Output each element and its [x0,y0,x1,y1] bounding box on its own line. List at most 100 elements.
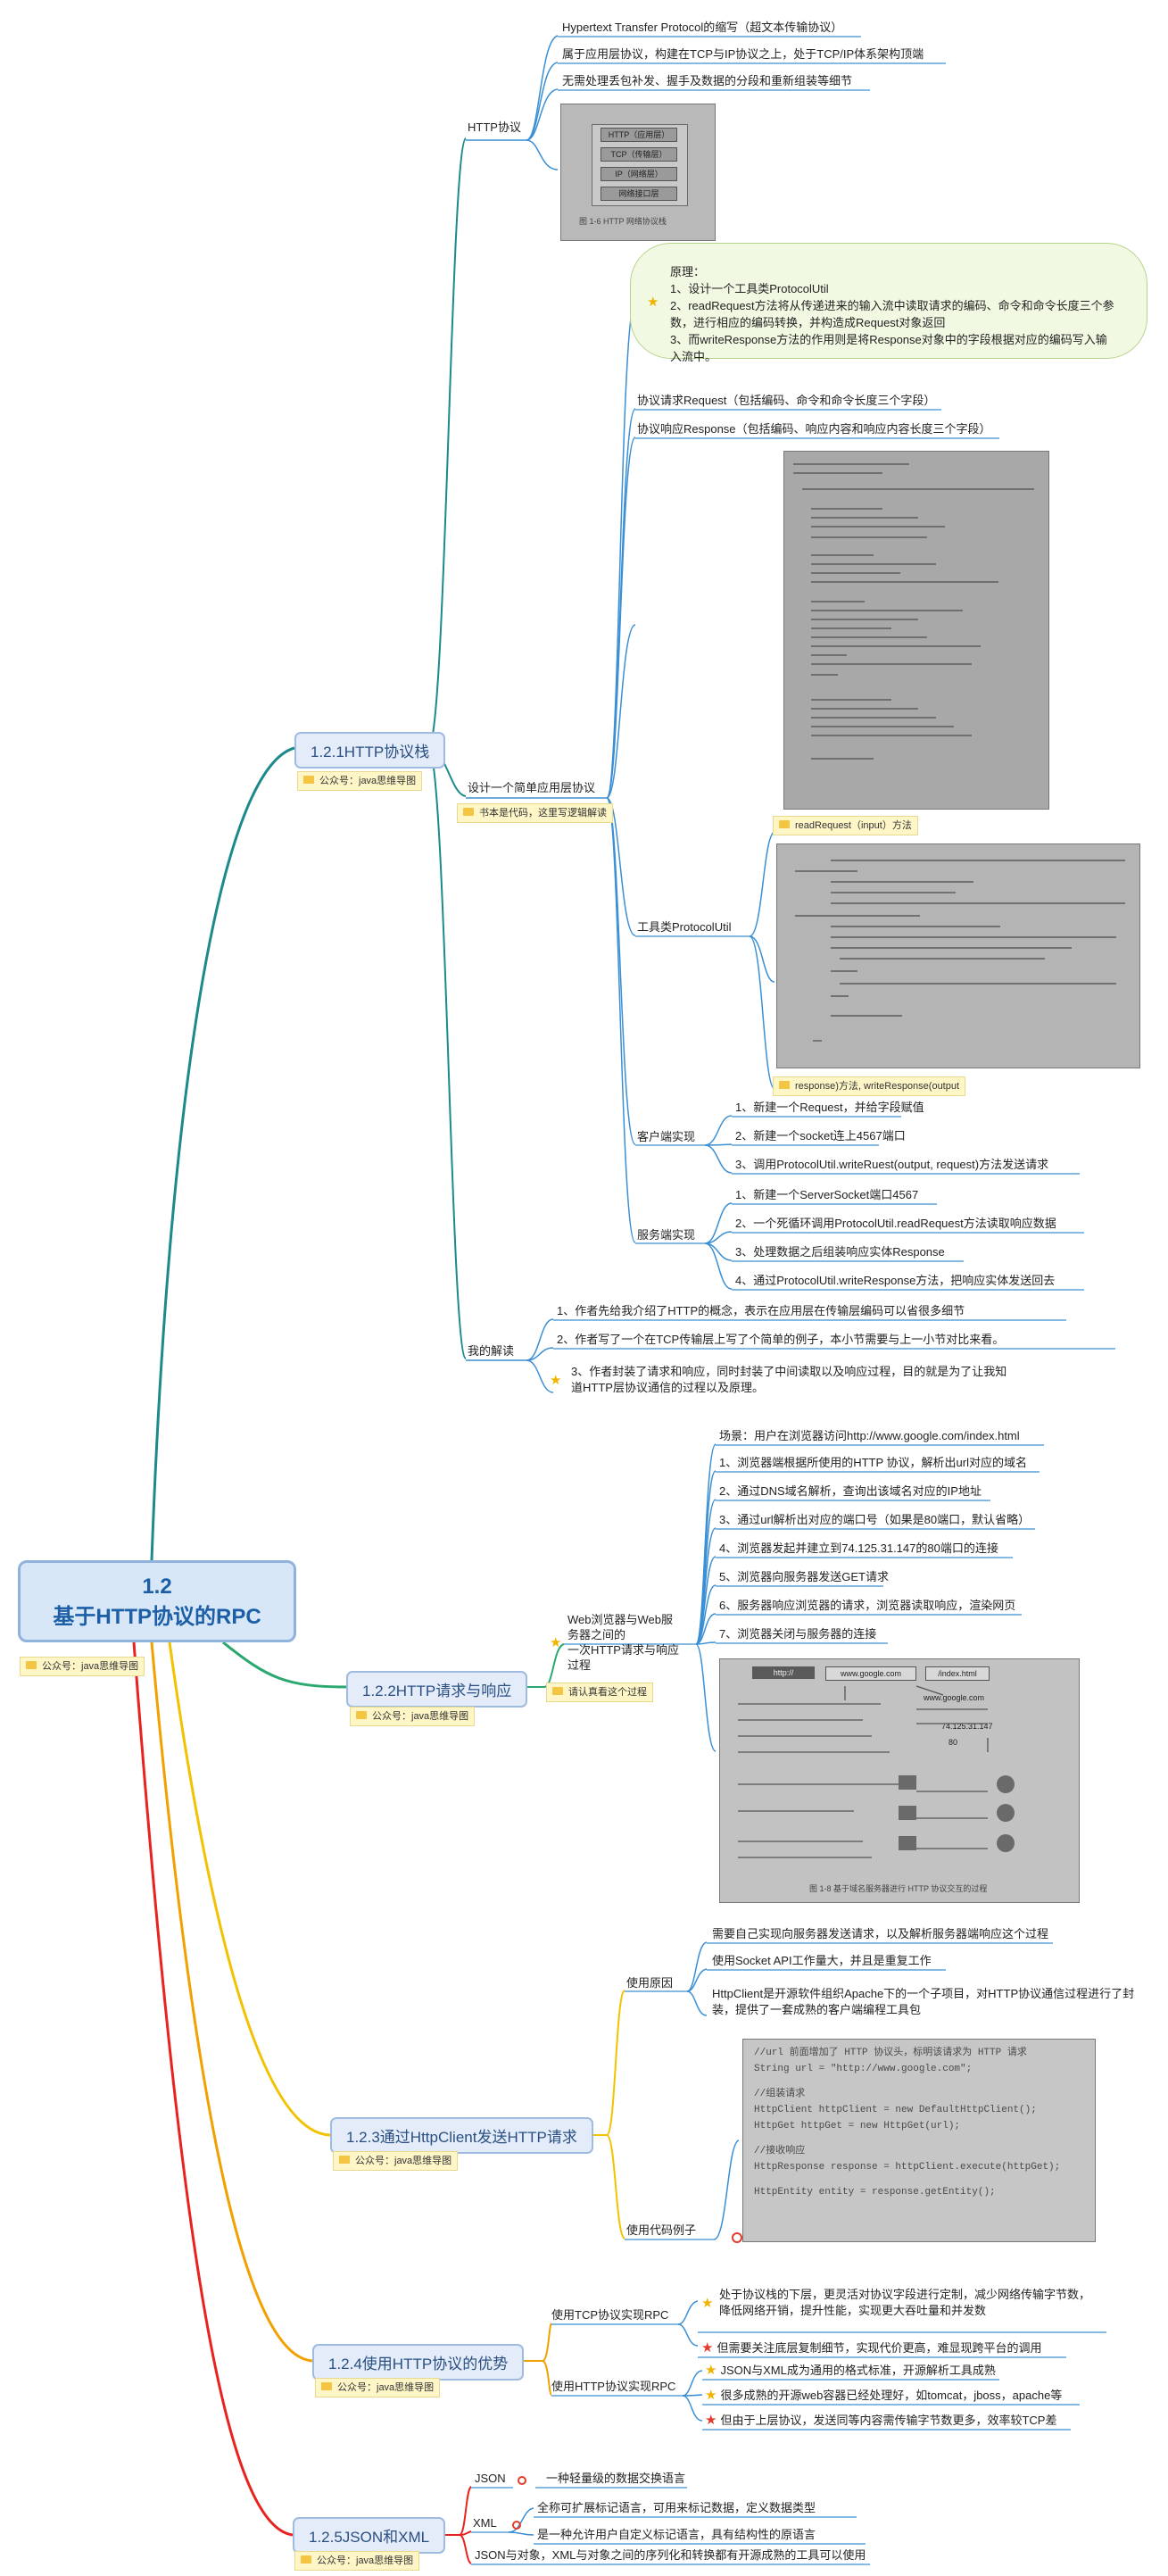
request-step-7[interactable]: 7、浏览器关闭与服务器的连接 [719,1626,876,1642]
principle-line-1: 1、设计一个工具类ProtocolUtil [670,280,1120,297]
root-topic-title: 基于HTTP协议的RPC [21,1602,294,1633]
request-step-1[interactable]: 1、浏览器端根据所使用的HTTP 协议，解析出url对应的域名 [719,1455,1027,1471]
topic-http-advantage[interactable]: 1.2.4使用HTTP协议的优势 [312,2344,524,2381]
star-icon: ★ [701,2296,713,2312]
code-line-1: //url 前面增加了 HTTP 协议头，标明该请求为 HTTP 请求 [754,2045,1084,2061]
subtopic-json[interactable]: JSON [475,2471,506,2487]
code-line-10 [754,2175,1084,2184]
json-desc[interactable]: 一种轻量级的数据交换语言 [546,2471,685,2487]
reason-item-1[interactable]: 需要自己实现向服务器发送请求，以及解析服务器端响应这个过程 [712,1926,1048,1942]
principle-line-5: 入流中。 [670,348,1120,365]
principle-line-2: 2、readRequest方法将从传递进来的输入流中读取请求的编码、命令和命令长… [670,297,1120,314]
httpclient-code-figure: //url 前面增加了 HTTP 协议头，标明该请求为 HTTP 请求 Stri… [742,2039,1096,2242]
interaction-figure-lines [720,1659,1079,1902]
subtopic-protocol-util[interactable]: 工具类ProtocolUtil [637,919,731,935]
protocol-request[interactable]: 协议请求Request（包括编码、命令和命令长度三个字段） [637,393,935,409]
read-request-note: readRequest（input）方法 [773,816,918,835]
star-icon: ★ [647,294,659,311]
scene-text[interactable]: 场景：用户在浏览器访问http://www.google.com/index.h… [719,1428,1020,1444]
code-figure-lines [784,452,1048,809]
protocol-response[interactable]: 协议响应Response（包括编码、响应内容和响应内容长度三个字段） [637,421,991,437]
reading-item-3-line-1: 3、作者封装了请求和响应，同时封装了中间读取以及响应过程，目的就是为了让我知 [550,1364,1006,1380]
design-note: 书本是代码，这里写逻辑解读 [457,803,613,823]
subtopic-my-reading[interactable]: 我的解读 [468,1343,514,1359]
client-step-3[interactable]: 3、调用ProtocolUtil.writeRuest(output, requ… [735,1157,1048,1173]
subtopic-design-protocol[interactable]: 设计一个简单应用层协议 [468,780,595,796]
star-icon: ★ [701,2340,713,2356]
star-icon: ★ [550,1373,561,1389]
http-item-2[interactable]: 属于应用层协议，构建在TCP与IP协议之上，处于TCP/IP体系架构顶端 [562,46,924,62]
subtopic-server[interactable]: 服务端实现 [637,1227,695,1243]
server-step-4[interactable]: 4、通过ProtocolUtil.writeResponse方法，把响应实体发送… [735,1273,1055,1289]
web-process-note: 请认真看这个过程 [546,1683,653,1702]
request-step-3[interactable]: 3、通过url解析出对应的端口号（如果是80端口，默认省略） [719,1512,1030,1528]
star-icon: ★ [705,2388,717,2404]
reason-item-3[interactable]: HttpClient是开源软件组织Apache下的一个子项目，对HTTP协议通信… [712,1986,1134,2018]
topic-httpclient[interactable]: 1.2.3通过HttpClient发送HTTP请求 [330,2117,593,2154]
code-line-7 [754,2134,1084,2143]
request-step-4[interactable]: 4、浏览器发起并建立到74.125.31.147的80端口的连接 [719,1541,998,1557]
http-adv-item-1-text: JSON与XML成为通用的格式标准，开源解析工具成熟 [720,2364,995,2377]
xml-link-icon[interactable] [512,2521,521,2530]
request-step-6[interactable]: 6、服务器响应浏览器的请求，浏览器读取响应，渲染网页 [719,1598,1015,1614]
code-line-5: HttpClient httpClient = new DefaultHttpC… [754,2102,1084,2118]
subtopic-http-rpc[interactable]: 使用HTTP协议实现RPC [551,2379,675,2395]
http-adv-item-2-text: 很多成熟的开源web容器已经处理好，如tomcat，jboss，apache等 [720,2389,1062,2402]
topic-http-request-response[interactable]: 1.2.2HTTP请求与响应 [346,1671,527,1708]
web-process-line-2: 务器之间的 [550,1627,679,1642]
principle-line-3: 数，进行相应的编码转换，并构造成Request对象返回 [670,314,1120,331]
request-response-code-figure [783,451,1049,810]
reason-item-2[interactable]: 使用Socket API工作量大，并且是重复工作 [712,1953,932,1969]
web-process-topic[interactable]: ★ Web浏览器与Web服 务器之间的 一次HTTP请求与响应 过程 [550,1612,679,1673]
protocol-util-code-figure [776,843,1140,1068]
code-line-9: HttpResponse response = httpClient.execu… [754,2159,1084,2175]
util-figure-lines [777,844,1139,1068]
client-step-1[interactable]: 1、新建一个Request，并给字段赋值 [735,1100,924,1116]
client-step-2[interactable]: 2、新建一个socket连上4567端口 [735,1128,906,1144]
http-item-1[interactable]: Hypertext Transfer Protocol的缩写（超文本传输协议） [562,20,842,36]
principle-head: 原理： [670,263,1120,280]
topic-http-stack-note: 公众号：java思维导图 [297,771,422,791]
http-adv-item-1[interactable]: ★JSON与XML成为通用的格式标准，开源解析工具成熟 [705,2363,996,2379]
tcp-item-2[interactable]: ★ 但需要关注底层复制细节，实现代价更高，难显现跨平台的调用 [701,2340,1041,2356]
topic-http-stack[interactable]: 1.2.1HTTP协议栈 [294,732,445,769]
http-adv-item-3[interactable]: ★但由于上层协议，发送同等内容需传输字节数更多，效率较TCP差 [705,2413,1056,2429]
request-step-5[interactable]: 5、浏览器向服务器发送GET请求 [719,1569,889,1585]
http-item-3[interactable]: 无需处理丢包补发、握手及数据的分段和重新组装等细节 [562,73,852,89]
server-step-2[interactable]: 2、一个死循环调用ProtocolUtil.readRequest方法读取响应数… [735,1216,1056,1232]
reading-item-3[interactable]: ★ 3、作者封装了请求和响应，同时封装了中间读取以及响应过程，目的就是为了让我知… [550,1364,1006,1396]
principle-cloud[interactable]: ★ 原理： 1、设计一个工具类ProtocolUtil 2、readReques… [630,243,1147,359]
principle-line-4: 3、而writeResponse方法的作用则是将Response对象中的字段根据… [670,331,1120,348]
subtopic-code-example[interactable]: 使用代码例子 [626,2223,696,2239]
code-line-11: HttpEntity entity = response.getEntity()… [754,2184,1084,2200]
root-topic[interactable]: 1.2 基于HTTP协议的RPC [18,1560,296,1642]
subtopic-http-protocol[interactable]: HTTP协议 [468,120,521,136]
xml-item-1[interactable]: 全称可扩展标记语言，可用来标记数据，定义数据类型 [537,2500,816,2516]
http-adv-item-2[interactable]: ★很多成熟的开源web容器已经处理好，如tomcat，jboss，apache等 [705,2388,1062,2404]
xml-item-2[interactable]: 是一种允许用户自定义标记语言，具有结构性的原语言 [537,2527,816,2543]
tcp-item-1-line-1: 处于协议栈的下层，更灵活对协议字段进行定制，减少网络传输字节数， [701,2287,1090,2303]
reading-item-2[interactable]: 2、作者写了一个在TCP传输层上写了个简单的例子，本小节需要与上一小节对比来看。 [557,1332,1004,1348]
subtopic-tcp-rpc[interactable]: 使用TCP协议实现RPC [551,2307,668,2323]
server-step-3[interactable]: 3、处理数据之后组装响应实体Response [735,1244,945,1260]
reading-item-1[interactable]: 1、作者先给我介绍了HTTP的概念，表示在应用层在传输层编码可以省很多细节 [557,1303,965,1319]
web-process-line-1: Web浏览器与Web服 [550,1612,679,1627]
server-step-1[interactable]: 1、新建一个ServerSocket端口4567 [735,1187,918,1203]
topic-httpclient-note: 公众号：java思维导图 [333,2151,458,2171]
json-xml-both[interactable]: JSON与对象，XML与对象之间的序列化和转换都有开源成熟的工具可以使用 [475,2547,866,2564]
subtopic-xml[interactable]: XML [473,2515,497,2531]
code-link-icon[interactable] [732,2232,742,2243]
request-step-2[interactable]: 2、通过DNS域名解析，查询出该域名对应的IP地址 [719,1483,982,1500]
web-process-line-4: 过程 [550,1658,679,1673]
code-line-8: //接收响应 [754,2143,1084,2159]
code-line-3 [754,2077,1084,2086]
layer-http: HTTP（应用层） [601,128,677,142]
http-stack-caption: 图 1-6 HTTP 网络协议栈 [579,215,667,227]
tcp-item-2-text: 但需要关注底层复制细节，实现代价更高，难显现跨平台的调用 [717,2341,1041,2355]
topic-json-xml[interactable]: 1.2.5JSON和XML [293,2517,445,2554]
subtopic-use-reason[interactable]: 使用原因 [626,1975,673,1991]
code-line-4: //组装请求 [754,2086,1084,2102]
tcp-item-1[interactable]: ★ 处于协议栈的下层，更灵活对协议字段进行定制，减少网络传输字节数， 降低网络开… [701,2287,1090,2319]
subtopic-client[interactable]: 客户端实现 [637,1129,695,1145]
json-link-icon[interactable] [518,2476,526,2485]
